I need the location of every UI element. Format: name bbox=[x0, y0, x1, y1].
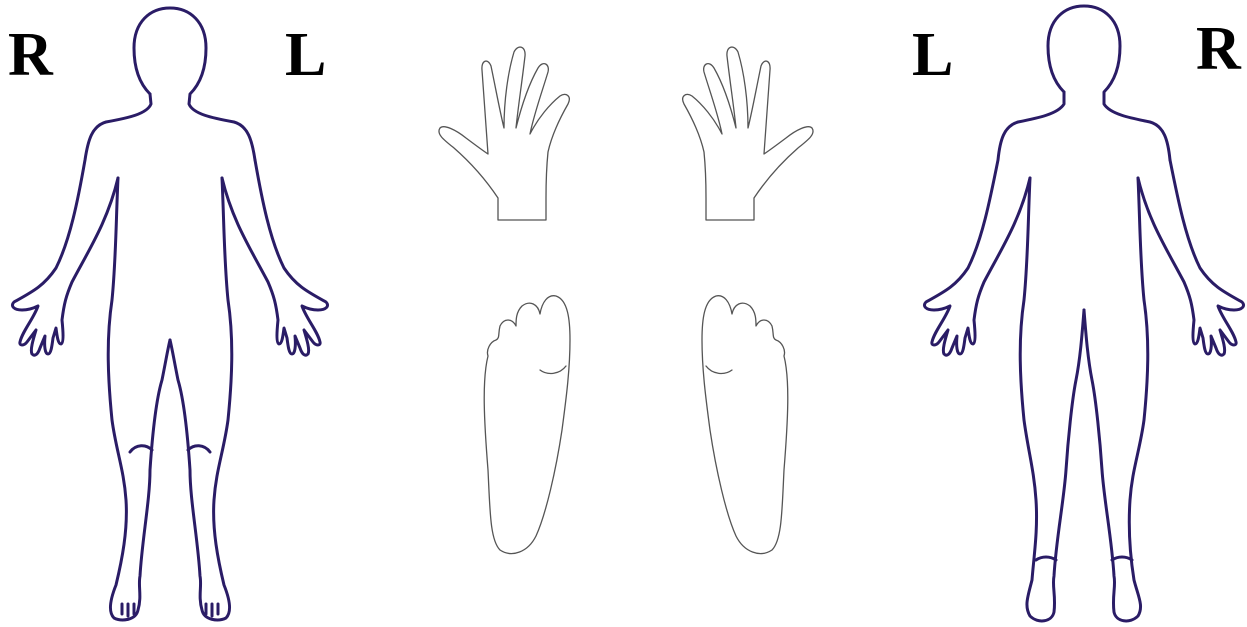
hand-left-outline bbox=[439, 47, 569, 220]
back-left-side-label: L bbox=[912, 24, 953, 86]
back-body-outline bbox=[924, 6, 1243, 621]
hand-right-outline bbox=[683, 47, 813, 220]
front-left-side-label: L bbox=[285, 24, 326, 86]
front-body-outline bbox=[12, 8, 327, 620]
foot-left-outline bbox=[484, 296, 570, 554]
foot-right-outline bbox=[702, 296, 788, 554]
front-right-side-label: R bbox=[8, 24, 53, 86]
back-right-side-label: R bbox=[1196, 18, 1241, 80]
